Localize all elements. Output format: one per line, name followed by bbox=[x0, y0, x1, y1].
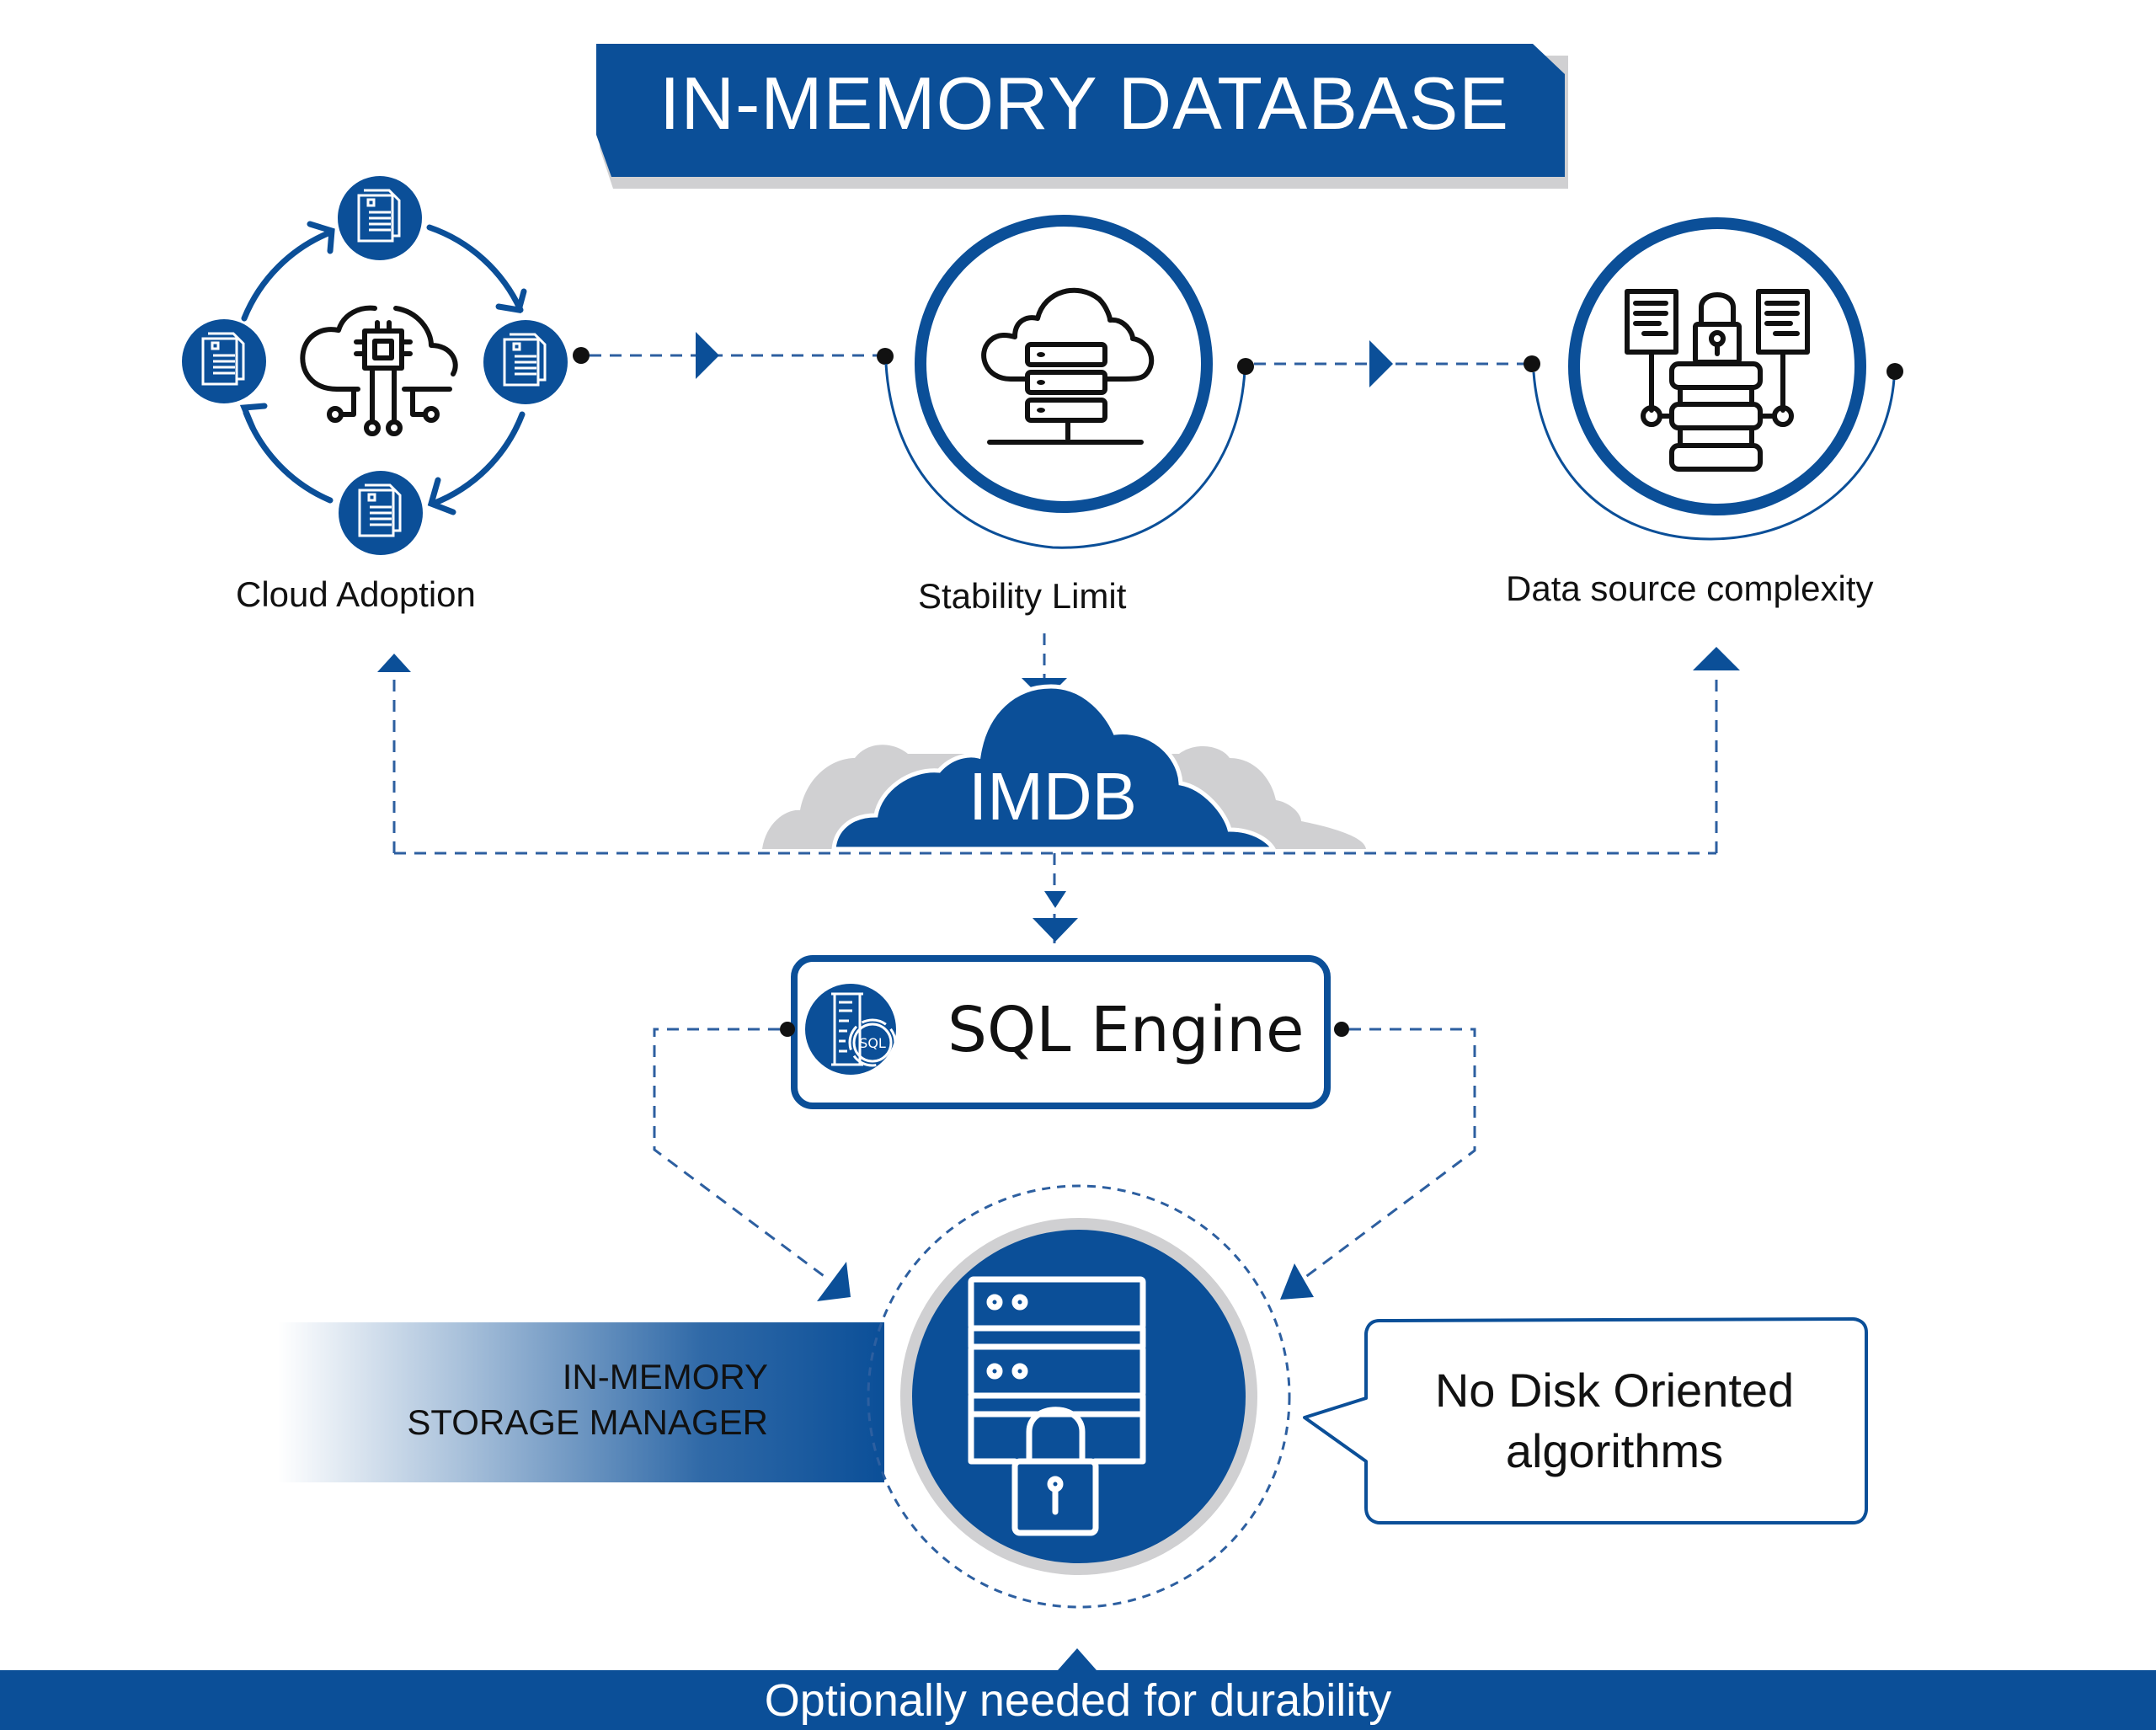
page-title: IN-MEMORY DATABASE bbox=[659, 61, 1509, 145]
doc-circle-top bbox=[338, 176, 422, 260]
arrow-right-icon bbox=[696, 332, 719, 379]
callout-line2: algorithms bbox=[1505, 1424, 1724, 1477]
storage-manager-label: IN-MEMORY STORAGE MANAGER bbox=[253, 1354, 768, 1445]
connector-dot bbox=[1237, 358, 1254, 375]
cycle-arc-bottom-left bbox=[243, 409, 334, 504]
orbit-arc bbox=[1532, 371, 1896, 541]
data-source-node bbox=[1532, 217, 1903, 541]
doc-circle-left bbox=[182, 319, 266, 403]
connector-1 bbox=[573, 332, 894, 379]
callout-text: No Disk Oriented algorithms bbox=[1366, 1360, 1863, 1482]
sql-engine-label: SQL Engine bbox=[947, 994, 1305, 1066]
document-icon bbox=[201, 332, 245, 386]
callout-line1: No Disk Oriented bbox=[1434, 1364, 1795, 1417]
cycle-arrowhead-2 bbox=[495, 288, 527, 313]
cycle-arc-top-right bbox=[426, 224, 524, 313]
sql-branch-right bbox=[1280, 1022, 1476, 1300]
connector-2 bbox=[1254, 340, 1540, 387]
imdb-cloud bbox=[762, 684, 1366, 852]
sql-branch-left bbox=[653, 1022, 851, 1301]
storage-manager-band bbox=[278, 1322, 884, 1482]
doc-circle-right bbox=[483, 320, 568, 404]
footer-label: Optionally needed for durability bbox=[764, 1675, 1392, 1726]
document-icon bbox=[503, 333, 547, 387]
arrow-right-icon bbox=[1369, 340, 1393, 387]
cycle-arrowhead-4 bbox=[239, 403, 268, 431]
cycle-arc-bottom-right bbox=[430, 411, 526, 507]
arrow-icon bbox=[817, 1262, 851, 1301]
cycle-arrowhead-3 bbox=[427, 477, 456, 515]
doc-circle-bottom bbox=[339, 471, 423, 555]
sql-icon-badge bbox=[805, 984, 896, 1075]
dashed-orbit bbox=[867, 1184, 1291, 1609]
connector-dot bbox=[877, 348, 894, 365]
cycle-arrowhead-1 bbox=[307, 221, 335, 254]
label-cloud-adoption: Cloud Adoption bbox=[236, 574, 476, 614]
arrow-up-icon bbox=[1693, 647, 1740, 670]
storage-manager-label-line1: IN-MEMORY bbox=[562, 1357, 768, 1396]
title-banner bbox=[596, 44, 1568, 189]
document-icon bbox=[358, 483, 402, 537]
document-icon bbox=[357, 189, 401, 243]
arrow-icon bbox=[1280, 1263, 1314, 1300]
sql-engine-box: SQL bbox=[791, 955, 1331, 1109]
storage-manager-node bbox=[867, 1184, 1291, 1609]
connector-dot bbox=[573, 347, 590, 364]
connector-dot bbox=[1524, 355, 1540, 372]
cloud-adoption-cycle bbox=[239, 221, 527, 515]
arrow-down-icon bbox=[1033, 918, 1078, 942]
server-lock-icon bbox=[968, 1276, 1146, 1536]
label-data-source-complexity: Data source complexity bbox=[1506, 569, 1874, 608]
arrow-up-icon bbox=[377, 654, 411, 672]
stability-limit-node bbox=[884, 215, 1254, 549]
blue-cloud bbox=[831, 684, 1278, 852]
svg-text:SQL: SQL bbox=[859, 1035, 886, 1051]
connector-dot bbox=[1886, 363, 1903, 380]
cycle-arc-top-left bbox=[241, 229, 334, 322]
label-stability-limit: Stability Limit bbox=[918, 576, 1127, 616]
imdb-label: IMDB bbox=[969, 759, 1137, 834]
connector-dot bbox=[1334, 1022, 1349, 1037]
cloud-chip-icon bbox=[300, 305, 458, 436]
orbit-arc bbox=[884, 363, 1246, 549]
callout-bubble bbox=[1303, 1317, 1868, 1524]
storage-manager-label-line2: STORAGE MANAGER bbox=[407, 1402, 768, 1442]
cloud-server-icon bbox=[981, 287, 1155, 445]
title-banner-body bbox=[596, 44, 1565, 177]
sql-server-icon bbox=[831, 992, 897, 1067]
arrow-down-icon bbox=[1044, 891, 1066, 908]
database-lock-icon bbox=[1625, 289, 1810, 472]
footer-banner bbox=[0, 1648, 2156, 1730]
connector-dot bbox=[780, 1022, 795, 1037]
